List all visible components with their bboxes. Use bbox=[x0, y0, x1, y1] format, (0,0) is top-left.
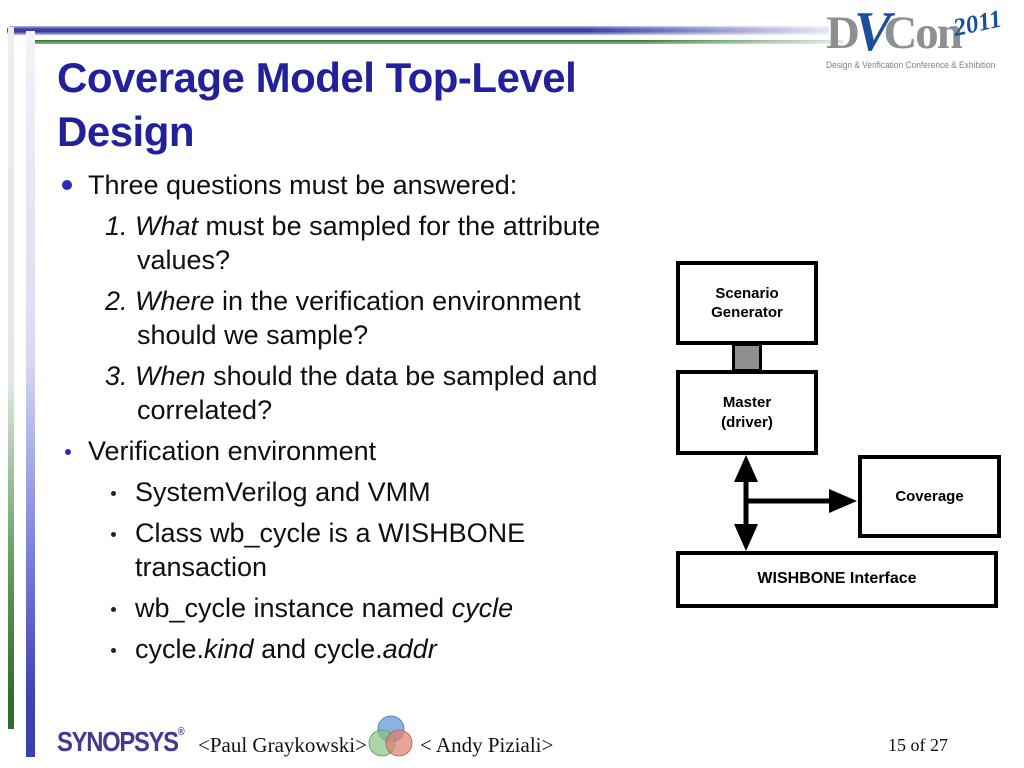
list-item: 3. When should the data be sampled and c… bbox=[57, 359, 671, 427]
list-item: 1. What must be sampled for the attribut… bbox=[57, 209, 671, 277]
master-driver-label: Master bbox=[722, 394, 772, 411]
numbered-item-lead: 3. When bbox=[105, 361, 206, 391]
scenario-generator-box: Scenario Generator bbox=[676, 261, 818, 345]
page-title: Coverage Model Top-Level Design bbox=[57, 54, 577, 155]
numbered-item-text: must be sampled for the attribute bbox=[198, 211, 601, 241]
master-driver-box: Master (driver) bbox=[676, 370, 818, 455]
numbered-item-text: values? bbox=[137, 245, 231, 275]
channel-connector bbox=[732, 343, 762, 372]
numbered-item-text: should we sample? bbox=[137, 320, 369, 350]
bullet-text: Three questions must be answered: bbox=[88, 170, 518, 200]
venn-circles-icon bbox=[368, 715, 413, 757]
sub-bullet-text: and cycle. bbox=[253, 634, 383, 664]
list-item: Class wb_cycle is a WISHBONE transaction bbox=[57, 516, 671, 584]
dvcon-check-v-icon: V bbox=[853, 1, 892, 63]
numbered-item-lead: 2. Where bbox=[105, 286, 215, 316]
author-name: < Andy Piziali> bbox=[420, 733, 554, 757]
dvcon-tagline: Design & Verification Conference & Exhib… bbox=[826, 60, 996, 70]
dvcon-logo: DVCon2011 Design & Verification Conferen… bbox=[826, 2, 1022, 70]
sub-bullet-text: SystemVerilog and VMM bbox=[135, 477, 431, 507]
coverage-label: Coverage bbox=[895, 487, 964, 505]
numbered-item-text: correlated? bbox=[137, 395, 273, 425]
left-green-bar bbox=[8, 27, 14, 729]
dvcon-letter-d: D bbox=[826, 7, 860, 59]
registered-mark: ® bbox=[177, 726, 185, 738]
dvcon-wordmark: DVCon2011 bbox=[826, 1, 1022, 63]
list-item: 2. Where in the verification environment… bbox=[57, 284, 671, 352]
sub-bullet-text: wb_cycle instance named bbox=[135, 593, 452, 623]
page-number: 15 of 27 bbox=[888, 735, 948, 755]
top-blue-bar bbox=[7, 26, 829, 35]
bullet-dot-icon bbox=[111, 532, 116, 537]
master-driver-label: (driver) bbox=[721, 413, 773, 431]
sub-bullet-text-italic: cycle bbox=[451, 593, 514, 623]
list-item: SystemVerilog and VMM bbox=[57, 475, 671, 509]
list-item: wb_cycle instance named cycle bbox=[57, 591, 671, 625]
wishbone-interface-label: WISHBONE Interface bbox=[757, 570, 917, 588]
sub-bullet-text: Class wb_cycle is a WISHBONE bbox=[135, 518, 526, 548]
numbered-item-lead: 1. What bbox=[105, 211, 199, 241]
bullet-dot-icon bbox=[111, 491, 116, 496]
list-item: Three questions must be answered: bbox=[57, 168, 671, 202]
bullet-dot-icon bbox=[65, 449, 71, 455]
synopsys-logo: SYNOPSYS® bbox=[57, 726, 185, 758]
author-name: <Paul Graykowski> bbox=[198, 733, 367, 757]
sub-bullet-text-italic: kind bbox=[204, 634, 254, 664]
sub-bullet-text-italic: addr bbox=[382, 634, 437, 664]
sub-bullet-text: transaction bbox=[135, 552, 268, 582]
left-blue-bar bbox=[26, 31, 35, 757]
dvcon-letters-con: Con bbox=[883, 7, 963, 59]
scenario-generator-label: Scenario bbox=[715, 284, 779, 302]
synopsys-wordmark: SYNOPSYS bbox=[57, 726, 179, 757]
coverage-box: Coverage bbox=[858, 455, 1001, 538]
wishbone-interface-box: WISHBONE Interface bbox=[676, 551, 998, 608]
list-item: cycle.kind and cycle.addr bbox=[57, 632, 671, 666]
bullet-dot-icon bbox=[111, 648, 116, 653]
bullet-dot-icon bbox=[111, 607, 116, 612]
bullet-text: Verification environment bbox=[88, 436, 377, 466]
sub-bullet-text: cycle. bbox=[135, 634, 205, 664]
scenario-generator-label: Generator bbox=[711, 304, 783, 321]
list-item: Verification environment bbox=[57, 434, 671, 468]
bullet-list: Three questions must be answered: 1. Wha… bbox=[57, 168, 671, 673]
numbered-item-text: should the data be sampled and bbox=[205, 361, 598, 391]
numbered-item-text: in the verification environment bbox=[214, 286, 581, 316]
bullet-dot-icon bbox=[62, 180, 72, 190]
top-green-line bbox=[31, 40, 843, 44]
